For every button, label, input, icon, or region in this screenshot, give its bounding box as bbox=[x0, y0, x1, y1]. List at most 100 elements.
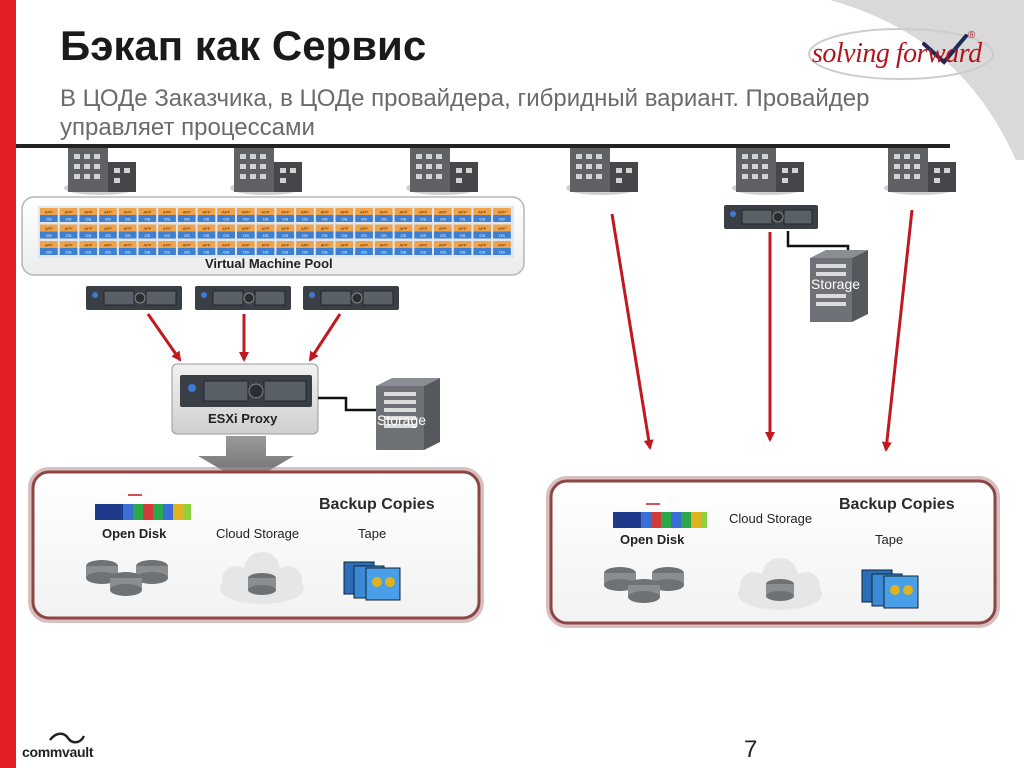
svg-text:OS: OS bbox=[66, 217, 72, 222]
svg-text:APP: APP bbox=[340, 243, 348, 248]
svg-text:OS: OS bbox=[499, 250, 505, 255]
svg-text:APP: APP bbox=[321, 210, 329, 215]
svg-text:APP: APP bbox=[439, 243, 447, 248]
disk-stack-icon bbox=[86, 560, 168, 596]
tape-label: Tape bbox=[358, 526, 387, 541]
svg-text:APP: APP bbox=[202, 243, 210, 248]
brand-swoosh-icon bbox=[808, 28, 994, 80]
svg-text:OS: OS bbox=[440, 250, 446, 255]
svg-text:APP: APP bbox=[380, 210, 388, 215]
svg-text:OS: OS bbox=[322, 250, 328, 255]
svg-text:OS: OS bbox=[381, 250, 387, 255]
svg-text:OS: OS bbox=[282, 250, 288, 255]
svg-text:OS: OS bbox=[401, 250, 407, 255]
svg-text:APP: APP bbox=[124, 210, 132, 215]
svg-text:OS: OS bbox=[361, 233, 367, 238]
svg-text:OS: OS bbox=[85, 217, 91, 222]
svg-text:OS: OS bbox=[361, 217, 367, 222]
svg-text:OS: OS bbox=[361, 250, 367, 255]
svg-text:OS: OS bbox=[401, 217, 407, 222]
svg-text:APP: APP bbox=[439, 210, 447, 215]
vm-cell: APP OS bbox=[374, 208, 393, 222]
svg-text:APP: APP bbox=[478, 226, 486, 231]
svg-text:APP: APP bbox=[301, 243, 309, 248]
open-disk-label: Open Disk bbox=[102, 526, 167, 541]
page-subtitle: В ЦОДе Заказчика, в ЦОДе провайдера, гиб… bbox=[60, 85, 870, 141]
server-icon bbox=[195, 286, 291, 310]
svg-text:OS: OS bbox=[440, 233, 446, 238]
svg-text:APP: APP bbox=[84, 226, 92, 231]
svg-text:OS: OS bbox=[204, 250, 210, 255]
svg-text:APP: APP bbox=[222, 226, 230, 231]
backup-copies-title: Backup Copies bbox=[319, 496, 435, 513]
svg-text:OS: OS bbox=[341, 250, 347, 255]
svg-text:APP: APP bbox=[478, 243, 486, 248]
vm-cell: APP OS bbox=[414, 208, 432, 222]
svg-text:APP: APP bbox=[301, 210, 309, 215]
building-icon bbox=[64, 148, 136, 195]
svg-text:APP: APP bbox=[321, 243, 329, 248]
svg-text:APP: APP bbox=[262, 243, 270, 248]
svg-text:OS: OS bbox=[46, 217, 52, 222]
big-down-arrow bbox=[198, 436, 294, 484]
svg-text:APP: APP bbox=[419, 210, 427, 215]
svg-text:OS: OS bbox=[204, 233, 210, 238]
svg-text:APP: APP bbox=[84, 243, 92, 248]
svg-text:OS: OS bbox=[341, 217, 347, 222]
svg-text:OS: OS bbox=[105, 217, 111, 222]
svg-text:APP: APP bbox=[143, 210, 151, 215]
storage-footprint-bar bbox=[613, 503, 707, 528]
svg-text:OS: OS bbox=[125, 217, 131, 222]
svg-text:OS: OS bbox=[263, 217, 269, 222]
svg-text:OS: OS bbox=[420, 217, 426, 222]
registered-mark: ® bbox=[968, 30, 976, 41]
svg-text:OS: OS bbox=[460, 250, 466, 255]
vm-cell: APP OS bbox=[296, 241, 314, 255]
svg-text:APP: APP bbox=[399, 226, 407, 231]
svg-text:APP: APP bbox=[104, 210, 112, 215]
svg-text:OS: OS bbox=[105, 233, 111, 238]
svg-text:OS: OS bbox=[105, 250, 111, 255]
vm-cell: APP OS bbox=[355, 224, 373, 239]
left-accent-bar bbox=[0, 0, 16, 768]
svg-text:APP: APP bbox=[281, 226, 289, 231]
svg-text:APP: APP bbox=[399, 243, 407, 248]
cloud-storage-label: Cloud Storage bbox=[729, 511, 813, 526]
svg-text:OS: OS bbox=[381, 233, 387, 238]
svg-text:OS: OS bbox=[302, 250, 308, 255]
svg-text:OS: OS bbox=[144, 250, 150, 255]
svg-text:APP: APP bbox=[360, 226, 368, 231]
svg-text:APP: APP bbox=[301, 226, 309, 231]
svg-text:OS: OS bbox=[381, 217, 387, 222]
svg-text:OS: OS bbox=[341, 233, 347, 238]
vm-cell: APP OS bbox=[434, 241, 452, 255]
